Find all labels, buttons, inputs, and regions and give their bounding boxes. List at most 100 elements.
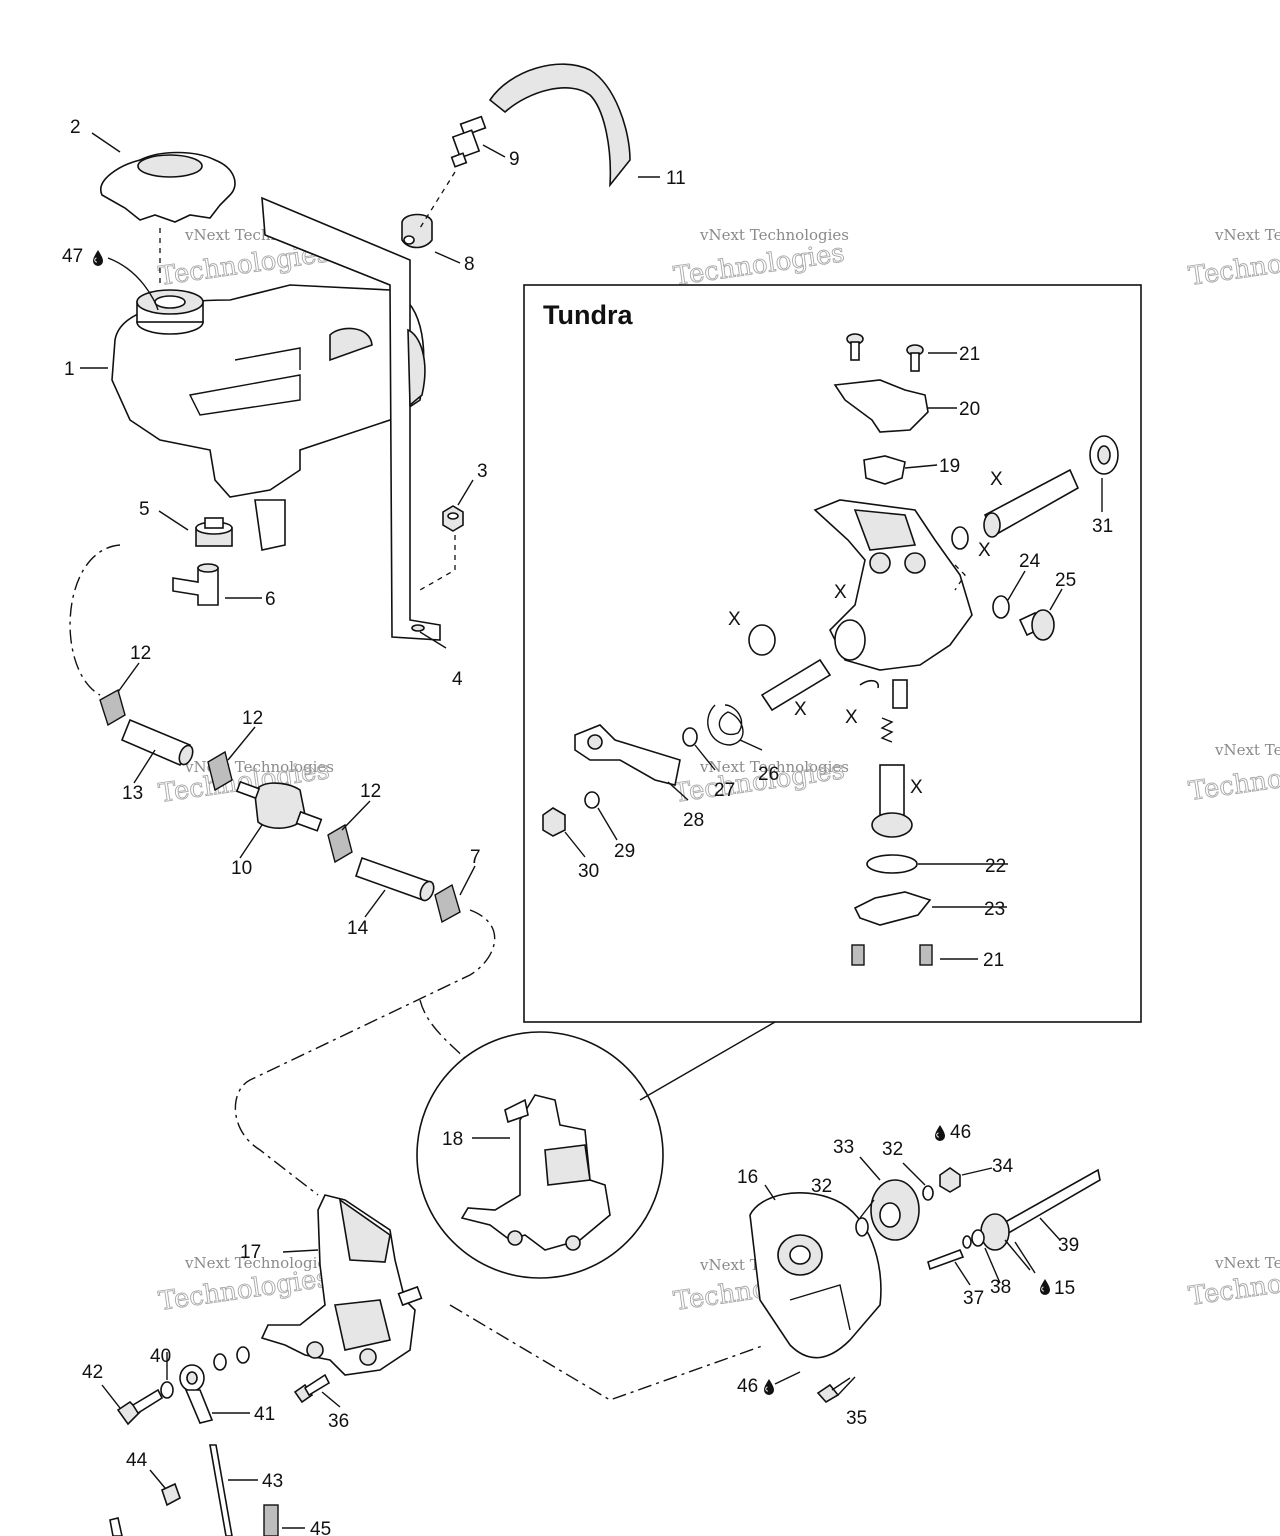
washer <box>160 1381 174 1399</box>
callout-3: 3 <box>477 461 488 482</box>
callout-43: 43 <box>262 1471 283 1492</box>
hose-fitting <box>450 115 487 168</box>
washer <box>962 1235 972 1249</box>
oil-line <box>209 1444 233 1536</box>
oil-drop-icon <box>934 1124 946 1142</box>
x-marks: X X X X X X X <box>728 469 1003 798</box>
pin <box>892 679 908 709</box>
spring <box>707 704 744 746</box>
nut <box>939 1167 961 1193</box>
x-mark: X <box>978 540 991 561</box>
x-mark: X <box>728 609 741 630</box>
callout-46: 46 <box>950 1122 971 1143</box>
hose-clamp <box>207 750 233 792</box>
pump-gear-shaft <box>871 764 913 838</box>
cover-plate <box>833 379 929 433</box>
screw <box>906 344 924 372</box>
grommet-small <box>401 213 433 249</box>
nut <box>442 505 464 532</box>
hose-clamp <box>99 688 126 727</box>
gasket <box>863 455 906 485</box>
callout-33: 33 <box>833 1137 854 1158</box>
callout-29: 29 <box>614 841 635 862</box>
inline-filter <box>235 780 323 832</box>
watermark-text: vNext Technologies <box>1214 1254 1280 1272</box>
callout-17: 17 <box>240 1242 261 1263</box>
callout-15: 15 <box>1054 1278 1075 1299</box>
screw <box>851 944 865 966</box>
callout-46: 46 <box>737 1376 758 1397</box>
callout-13: 13 <box>122 783 143 804</box>
x-mark: X <box>845 707 858 728</box>
washer <box>992 595 1010 619</box>
screw <box>919 944 933 966</box>
hose-clamp <box>434 883 461 924</box>
callout-23: 23 <box>984 899 1005 920</box>
callout-12: 12 <box>130 643 151 664</box>
callout-31: 31 <box>1092 516 1113 537</box>
callout-4: 4 <box>452 669 463 690</box>
washer <box>236 1346 250 1364</box>
banjo-bolt <box>116 1388 164 1426</box>
oil-seal <box>1089 435 1119 475</box>
watermark-text: vNext Technologies <box>1214 741 1280 759</box>
oil-drop-icon <box>763 1378 775 1396</box>
callout-37: 37 <box>963 1288 984 1309</box>
callout-6: 6 <box>265 589 276 610</box>
screw <box>846 333 864 361</box>
leader-lines <box>80 132 1103 1529</box>
x-mark: X <box>794 699 807 720</box>
callout-26: 26 <box>758 764 779 785</box>
callout-20: 20 <box>959 399 980 420</box>
oil-tank <box>111 284 425 498</box>
grommet <box>195 517 233 547</box>
watermark-text: vNext Technologies <box>184 1254 334 1272</box>
callout-32: 32 <box>882 1139 903 1160</box>
washer <box>213 1353 227 1371</box>
washer <box>682 727 698 747</box>
watermark-text: Technologies <box>1187 238 1280 292</box>
tundra-inset-frame <box>523 284 1142 1023</box>
hose-clamp <box>327 823 353 864</box>
callout-16: 16 <box>737 1167 758 1188</box>
pump-lever <box>574 724 681 786</box>
watermark-text: vNext Technologies <box>1214 226 1280 244</box>
o-ring <box>866 854 918 874</box>
inset-title: Tundra <box>543 300 633 330</box>
banjo-fitting <box>179 1364 214 1424</box>
screw <box>293 1373 331 1404</box>
callout-19: 19 <box>939 456 960 477</box>
watermark-text: Technologies <box>672 238 847 292</box>
callout-22: 22 <box>985 856 1006 877</box>
washer <box>922 1185 934 1201</box>
callout-30: 30 <box>578 861 599 882</box>
oil-hose <box>488 63 631 188</box>
callout-9: 9 <box>509 149 520 170</box>
plunger <box>983 468 1080 538</box>
oil-drop-icon <box>92 249 104 267</box>
callout-27: 27 <box>714 780 735 801</box>
callout-11: 11 <box>666 168 686 189</box>
pin <box>927 1248 965 1271</box>
x-mark: X <box>910 777 923 798</box>
watermark-text: vNext Technologies <box>699 758 849 776</box>
watermark-text: vNext Technologies <box>699 226 849 244</box>
oil-pump-detail <box>460 1094 611 1251</box>
watermark-text: Technologies <box>1187 753 1280 807</box>
callout-7: 7 <box>470 847 481 868</box>
fuel-hose-long <box>354 856 435 902</box>
callout-41: 41 <box>254 1404 275 1425</box>
lever-nut <box>542 807 566 837</box>
lock-washer <box>584 791 600 809</box>
callout-32: 32 <box>811 1176 832 1197</box>
oil-line-end <box>109 1517 123 1536</box>
callout-39: 39 <box>1058 1235 1079 1256</box>
oil-tank-cap <box>100 151 236 223</box>
oil-drop-icon <box>1039 1278 1051 1296</box>
callout-1: 1 <box>64 359 75 380</box>
callout-18: 18 <box>442 1129 463 1150</box>
callouts: 2 47 1 3 5 6 4 7 8 9 11 12 12 12 13 10 1… <box>62 117 1113 1536</box>
callout-25: 25 <box>1055 570 1076 591</box>
callout-38: 38 <box>990 1277 1011 1298</box>
